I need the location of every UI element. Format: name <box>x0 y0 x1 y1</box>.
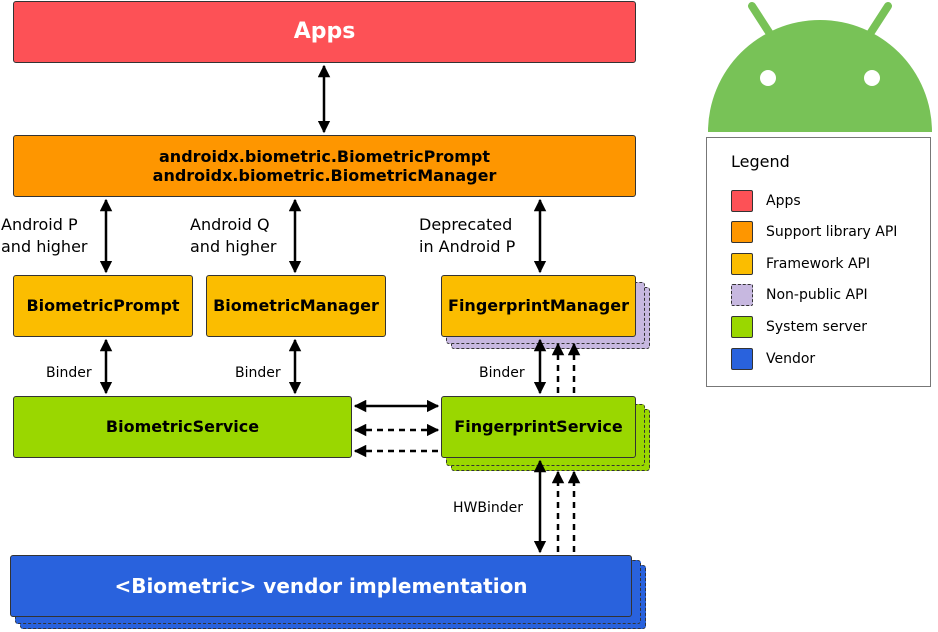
legend-item-apps: Apps <box>731 189 801 213</box>
binder-label-fingerprint: Binder <box>479 365 525 381</box>
legend-swatch <box>731 316 753 338</box>
android-p-line2: and higher <box>1 237 88 256</box>
legend-label: Support library API <box>766 224 898 240</box>
vendor-box: <Biometric> vendor implementation <box>10 555 632 617</box>
hwbinder-label: HWBinder <box>453 500 523 516</box>
android-p-label: Android P and higher <box>1 214 88 258</box>
legend-label: Apps <box>766 193 801 209</box>
legend-item-non-public: Non-public API <box>731 283 868 307</box>
biometric-service-label: BiometricService <box>105 417 260 437</box>
fingerprint-service-label: FingerprintService <box>454 417 623 437</box>
legend-swatch <box>731 190 753 212</box>
legend: Legend Apps Support library API Framewor… <box>706 137 931 387</box>
deprecated-label: Deprecated in Android P <box>419 214 515 258</box>
biometric-prompt-label: BiometricPrompt <box>26 296 180 316</box>
binder-label-manager: Binder <box>235 365 281 381</box>
apps-box-label: Apps <box>293 18 356 44</box>
biometric-manager-label: BiometricManager <box>213 296 379 316</box>
support-library-line2: androidx.biometric.BiometricManager <box>152 166 497 185</box>
legend-item-vendor: Vendor <box>731 347 815 371</box>
vendor-box-label: <Biometric> vendor implementation <box>114 574 528 598</box>
apps-box: Apps <box>13 1 636 63</box>
fingerprint-service-box: FingerprintService <box>441 396 636 458</box>
fingerprint-manager-box: FingerprintManager <box>441 275 636 337</box>
android-p-line1: Android P <box>1 215 78 234</box>
android-robot-icon <box>708 2 932 132</box>
legend-label: Vendor <box>766 351 816 367</box>
legend-swatch <box>731 284 753 306</box>
binder-label-prompt: Binder <box>46 365 92 381</box>
deprecated-line2: in Android P <box>419 237 516 256</box>
fingerprint-manager-label: FingerprintManager <box>448 296 629 316</box>
legend-swatch <box>731 348 753 370</box>
legend-item-system-server: System server <box>731 315 867 339</box>
legend-title: Legend <box>731 152 790 171</box>
legend-item-support-library: Support library API <box>731 220 897 244</box>
legend-label: Non-public API <box>766 287 868 303</box>
biometric-prompt-box: BiometricPrompt <box>13 275 193 337</box>
biometric-service-box: BiometricService <box>13 396 352 458</box>
support-library-line1: androidx.biometric.BiometricPrompt <box>159 146 490 166</box>
deprecated-line1: Deprecated <box>419 215 513 234</box>
biometric-manager-box: BiometricManager <box>206 275 386 337</box>
legend-swatch <box>731 221 753 243</box>
legend-swatch <box>731 253 753 275</box>
legend-item-framework: Framework API <box>731 252 870 276</box>
android-q-line2: and higher <box>190 237 277 256</box>
android-q-label: Android Q and higher <box>190 214 277 258</box>
legend-label: System server <box>766 319 867 335</box>
support-library-box: androidx.biometric.BiometricPrompt andro… <box>13 135 636 197</box>
legend-label: Framework API <box>766 256 871 272</box>
android-q-line1: Android Q <box>190 215 270 234</box>
